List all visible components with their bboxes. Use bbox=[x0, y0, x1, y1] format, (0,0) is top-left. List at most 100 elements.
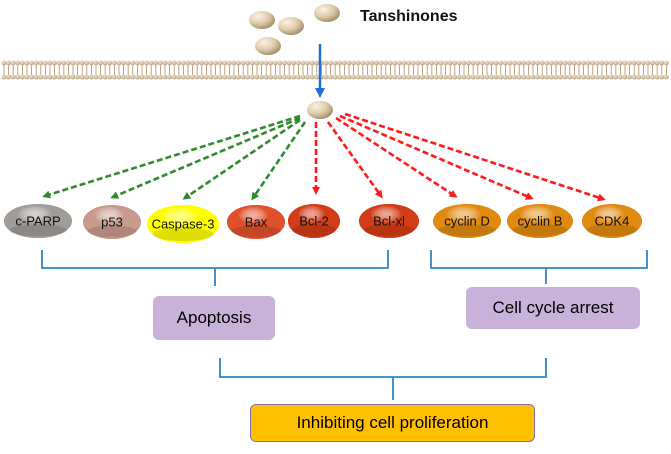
lipid-head bbox=[29, 74, 34, 80]
lipid-head bbox=[392, 74, 398, 80]
cdk4-label: CDK4 bbox=[595, 214, 630, 229]
bcl-2-label: Bcl-2 bbox=[299, 214, 329, 229]
lipid-head bbox=[227, 74, 232, 80]
lipid-head bbox=[443, 74, 448, 80]
lipid-head bbox=[360, 60, 366, 66]
lipid-head bbox=[604, 74, 609, 80]
lipid-head bbox=[33, 60, 39, 66]
lipid-head bbox=[153, 74, 159, 80]
lipid-head bbox=[659, 74, 665, 80]
lipid-head bbox=[107, 60, 113, 66]
lipid-head bbox=[420, 74, 425, 80]
lipid-head bbox=[1, 60, 7, 66]
lipid-head bbox=[365, 74, 370, 80]
lipid-head bbox=[549, 60, 554, 66]
lipid-head bbox=[231, 74, 237, 80]
lipid-head bbox=[512, 74, 517, 80]
lipid-head bbox=[420, 60, 425, 66]
lipid-head bbox=[585, 74, 591, 80]
caspase-3-shade bbox=[152, 227, 214, 242]
lipid-head bbox=[231, 60, 237, 66]
tanshinone-molecule bbox=[255, 37, 281, 55]
lipid-head bbox=[277, 60, 283, 66]
lipid-head bbox=[222, 60, 228, 66]
inhibiting-proliferation-label: Inhibiting cell proliferation bbox=[296, 413, 489, 432]
node-cyclin-d: cyclin D bbox=[433, 204, 501, 238]
lipid-head bbox=[254, 74, 260, 80]
brackets bbox=[41, 250, 648, 400]
lipid-head bbox=[613, 60, 619, 66]
lipid-head bbox=[125, 74, 131, 80]
lipid-head bbox=[305, 60, 310, 66]
lipid-head bbox=[291, 74, 297, 80]
lipid-head bbox=[38, 60, 44, 66]
regulation-arrows bbox=[42, 112, 606, 202]
lipid-head bbox=[549, 74, 554, 80]
c-parp-shine bbox=[4, 204, 72, 238]
lipid-head bbox=[480, 60, 485, 66]
arrow-to-cdk4 bbox=[344, 112, 606, 202]
lipid-head bbox=[102, 74, 108, 80]
lipid-head bbox=[52, 74, 57, 80]
lipid-head bbox=[204, 74, 209, 80]
c-parp-shade bbox=[9, 224, 67, 237]
apoptosis-bracket bbox=[41, 250, 389, 286]
title-tanshinones: Tanshinones bbox=[360, 8, 458, 25]
lipid-head bbox=[158, 60, 163, 66]
lipid-head bbox=[15, 60, 21, 66]
lipid-head bbox=[277, 74, 283, 80]
lipid-head bbox=[98, 74, 103, 80]
lipid-head bbox=[268, 60, 274, 66]
lipid-head bbox=[581, 60, 586, 66]
lipid-head bbox=[664, 60, 669, 66]
arrow-to-caspase-3 bbox=[182, 118, 301, 200]
lipid-head bbox=[121, 60, 126, 66]
lipid-head bbox=[470, 60, 476, 66]
lipid-head bbox=[493, 74, 499, 80]
lipid-head bbox=[553, 60, 559, 66]
lipid-head bbox=[268, 74, 274, 80]
lipid-head bbox=[282, 74, 287, 80]
lipid-head bbox=[544, 60, 550, 66]
lipid-head bbox=[89, 74, 94, 80]
lipid-head bbox=[116, 60, 122, 66]
c-parp-label: c-PARP bbox=[15, 214, 60, 229]
lipid-head bbox=[176, 60, 182, 66]
lipid-head bbox=[567, 60, 573, 66]
lipid-head bbox=[438, 74, 444, 80]
cyclin-d-shade bbox=[438, 224, 496, 237]
lipid-head bbox=[176, 74, 182, 80]
lipid-head bbox=[346, 60, 352, 66]
lipid-head bbox=[576, 74, 582, 80]
lipid-head bbox=[383, 60, 389, 66]
lipid-head bbox=[245, 74, 251, 80]
lipid-head bbox=[466, 74, 471, 80]
lipid-head bbox=[365, 60, 370, 66]
lipid-head bbox=[516, 60, 522, 66]
lipid-head bbox=[300, 60, 306, 66]
lipid-head bbox=[475, 60, 481, 66]
lipid-head bbox=[245, 60, 251, 66]
lipid-head bbox=[148, 74, 154, 80]
lipid-head bbox=[240, 60, 246, 66]
lipid-head bbox=[139, 60, 145, 66]
lipid-head bbox=[236, 74, 242, 80]
lipid-head bbox=[599, 74, 605, 80]
lipid-head bbox=[286, 74, 292, 80]
lipid-head bbox=[273, 60, 278, 66]
arrow-to-p53 bbox=[110, 116, 301, 199]
lipid-head bbox=[84, 60, 90, 66]
lipid-head bbox=[66, 60, 71, 66]
lipid-head bbox=[581, 74, 586, 80]
lipid-head bbox=[535, 60, 540, 66]
lipid-head bbox=[222, 74, 228, 80]
arrow-to-cyclin-d bbox=[335, 116, 458, 198]
lipid-head bbox=[572, 74, 577, 80]
lipid-head bbox=[125, 60, 131, 66]
lipid-head bbox=[553, 74, 559, 80]
cyclin-b-shade bbox=[511, 224, 569, 237]
lipid-head bbox=[470, 74, 476, 80]
lipid-head bbox=[645, 74, 651, 80]
lipid-head bbox=[56, 74, 62, 80]
